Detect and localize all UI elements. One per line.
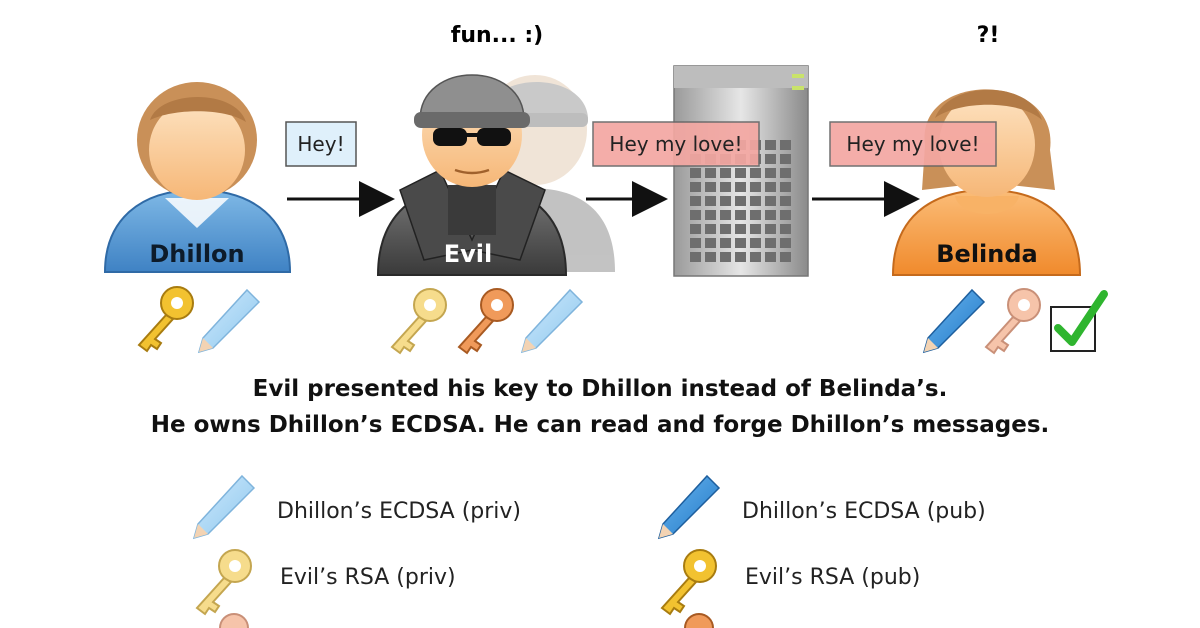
caption-line-2: He owns Dhillon’s ECDSA. He can read and… [150, 412, 1050, 438]
server-vent [765, 224, 776, 234]
key-yellow-icon [137, 286, 194, 353]
server-vent [765, 252, 776, 262]
message-forged-to-belinda-text: Hey my love! [846, 132, 979, 156]
server-vent [720, 210, 731, 220]
server-vent [765, 154, 776, 164]
key-light-orange-icon [219, 613, 249, 628]
key-orange-icon [457, 288, 514, 355]
server-vent [780, 140, 791, 150]
server-vent [780, 154, 791, 164]
evil-thought-label: fun... :) [451, 23, 543, 48]
server-vent [750, 182, 761, 192]
server-vent [705, 224, 716, 234]
server-vent [720, 168, 731, 178]
server-icon [673, 65, 809, 277]
message-original-text: Hey! [297, 132, 344, 156]
belinda-name: Belinda [936, 240, 1037, 268]
legend-label-evil-rsa-pub: Evil’s RSA (pub) [745, 565, 921, 590]
message-original: Hey! [285, 121, 357, 167]
key-light-orange-icon [984, 288, 1041, 355]
server-vent [735, 168, 746, 178]
pencil-dark-icon [922, 288, 986, 354]
pencil-light-icon [192, 474, 256, 540]
server-vent [780, 252, 791, 262]
server-vent [780, 196, 791, 206]
server-vent [780, 224, 791, 234]
server-vent [705, 182, 716, 192]
server-vent [690, 182, 701, 192]
server-vent [765, 182, 776, 192]
legend-label-dhillon-ecdsa-pub: Dhillon’s ECDSA (pub) [742, 499, 986, 524]
server-vent [720, 238, 731, 248]
key-light-yellow-icon [195, 549, 252, 616]
belinda-thought-label: ?! [977, 23, 1000, 48]
server-vent [690, 196, 701, 206]
server-vent [705, 238, 716, 248]
dhillon-name: Dhillon [149, 240, 244, 268]
server-vent [705, 196, 716, 206]
server-vent [720, 252, 731, 262]
server-vent [750, 210, 761, 220]
legend-label-dhillon-ecdsa-priv: Dhillon’s ECDSA (priv) [277, 499, 521, 524]
server-vent [750, 252, 761, 262]
message-forged-to-belinda: Hey my love! [829, 121, 997, 167]
server-vent [690, 210, 701, 220]
legend-label-evil-rsa-priv: Evil’s RSA (priv) [280, 565, 456, 590]
message-forged-to-server: Hey my love! [592, 121, 760, 167]
server-vent [735, 224, 746, 234]
server-vent [780, 168, 791, 178]
server-vent [705, 252, 716, 262]
server-vent [780, 182, 791, 192]
server-vent [720, 224, 731, 234]
server-vent [765, 168, 776, 178]
server-vent [690, 168, 701, 178]
server-vent [765, 140, 776, 150]
server-vent [750, 224, 761, 234]
dhillon-figure [103, 82, 292, 273]
server-vent [735, 182, 746, 192]
server-vent [735, 210, 746, 220]
server-vent [750, 168, 761, 178]
server-vent [780, 210, 791, 220]
server-vent [750, 238, 761, 248]
checkmark-icon [1050, 290, 1108, 352]
key-light-yellow-icon [390, 288, 447, 355]
caption-line-1: Evil presented his key to Dhillon instea… [252, 376, 948, 402]
pencil-light-icon [520, 288, 584, 354]
server-vent [705, 168, 716, 178]
server-vent [765, 196, 776, 206]
server-vent [720, 182, 731, 192]
pencil-dark-icon [657, 474, 721, 540]
server-vent [690, 224, 701, 234]
server-vent [690, 252, 701, 262]
server-vent [765, 238, 776, 248]
server-vent [735, 238, 746, 248]
server-vent [765, 210, 776, 220]
server-vent [705, 210, 716, 220]
server-vent [690, 238, 701, 248]
message-forged-to-server-text: Hey my love! [609, 132, 742, 156]
server-vent [735, 196, 746, 206]
server-vent [720, 196, 731, 206]
key-orange-icon [684, 613, 714, 628]
server-vent [780, 238, 791, 248]
server-vent [735, 252, 746, 262]
server-vent [750, 196, 761, 206]
evil-name: Evil [444, 240, 493, 268]
evil-figure [376, 74, 568, 276]
key-yellow-icon [660, 549, 717, 616]
pencil-light-icon [197, 288, 261, 354]
